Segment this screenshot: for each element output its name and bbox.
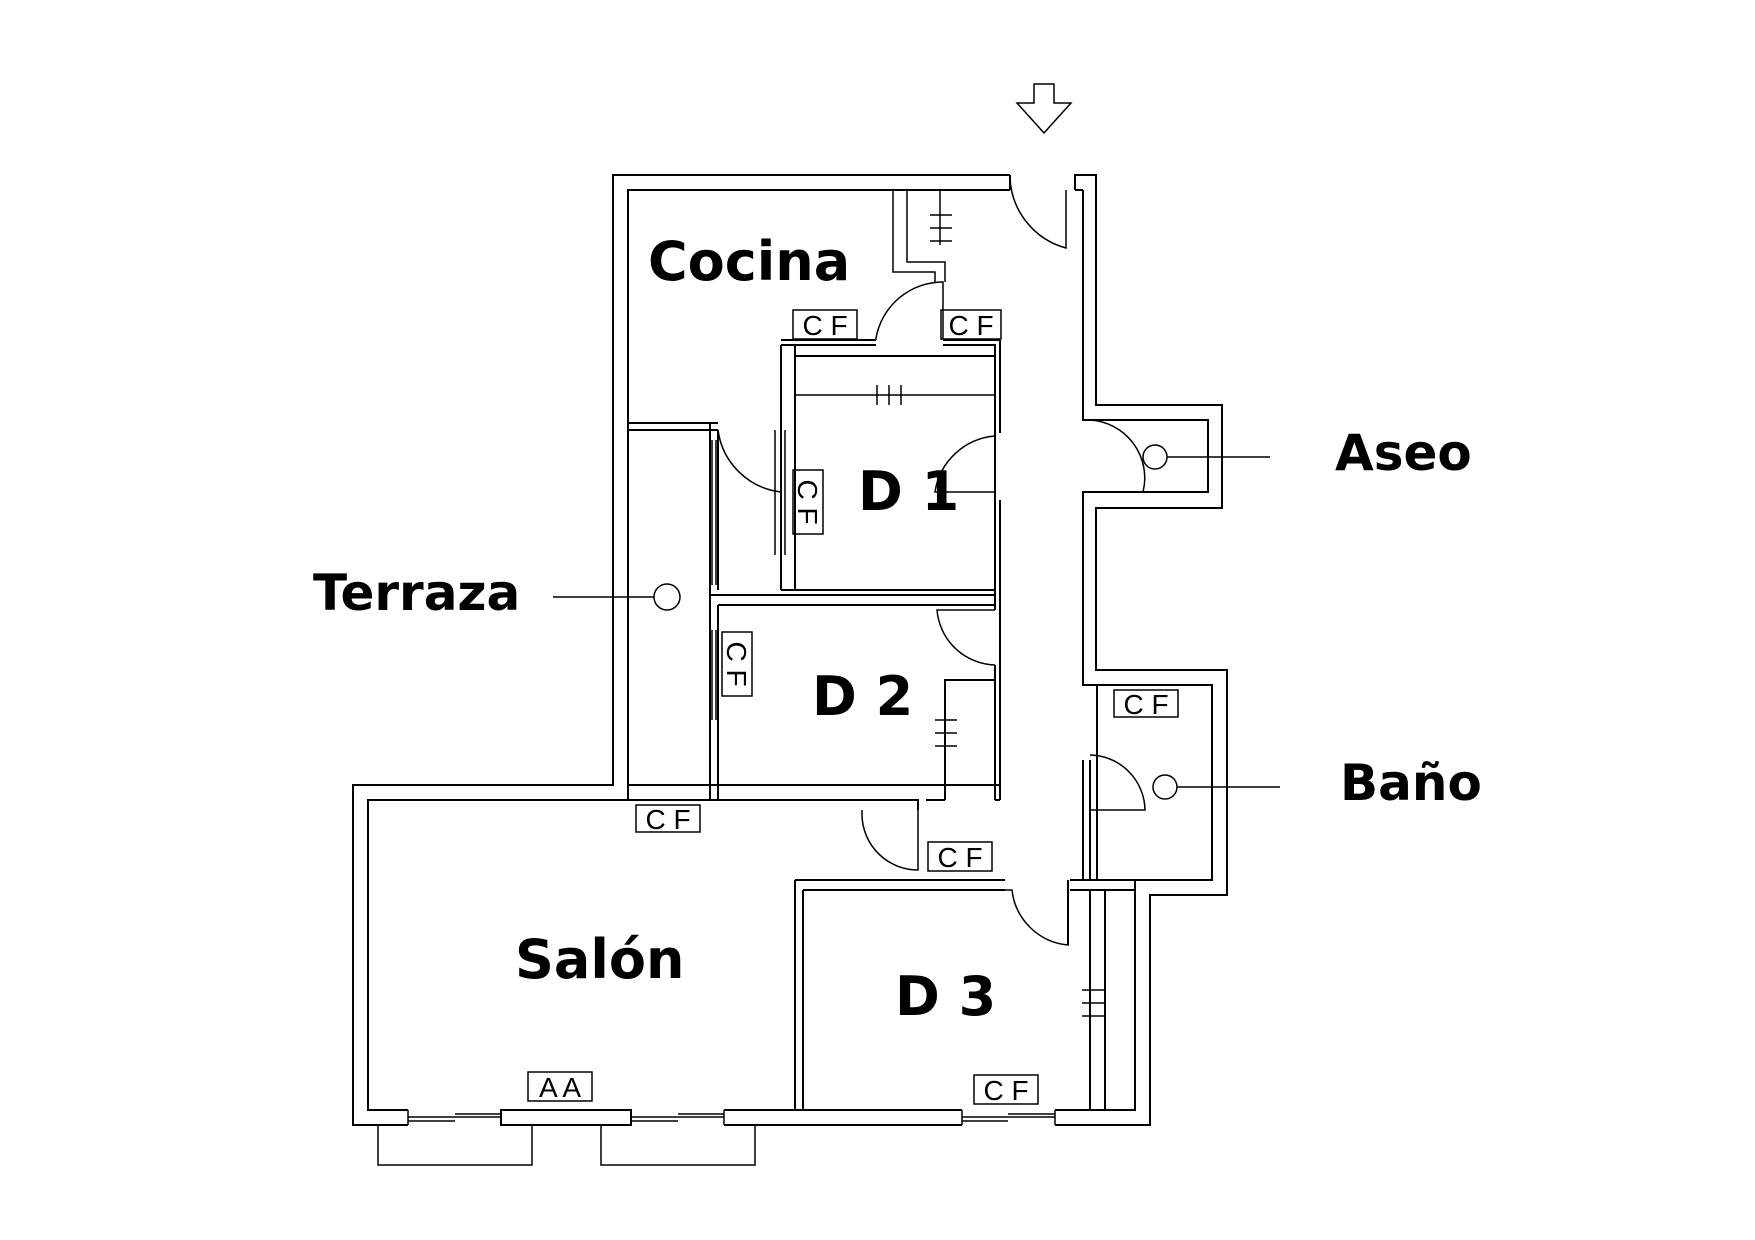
d1-wardrobe-hatch (876, 385, 902, 405)
d1-door (934, 433, 996, 493)
d2-slider (711, 630, 717, 720)
salon-door (861, 810, 919, 871)
room-label-d1: D 1 (858, 460, 959, 523)
svg-text:A A: A A (539, 1072, 581, 1103)
svg-text:C F: C F (937, 842, 982, 873)
outer-wall-outer (352, 174, 1228, 1126)
outer-wall-inner (367, 189, 1213, 1111)
tag-cf-corridor: C F (927, 841, 993, 873)
terraza-wall (628, 422, 719, 595)
d2-door (936, 609, 996, 666)
entrance-door (1009, 176, 1067, 249)
room-label-cocina: Cocina (648, 230, 850, 293)
d2-walls (709, 594, 996, 800)
svg-text:C F: C F (1123, 689, 1168, 720)
svg-text:C F: C F (645, 804, 690, 835)
tag-aa-salon: A A (527, 1071, 593, 1103)
salon-top-wall (628, 784, 1001, 810)
tag-cf-d2: C F (721, 631, 753, 697)
pantry-hatch (930, 214, 952, 242)
cocina-door (875, 281, 944, 340)
svg-text:C F: C F (983, 1075, 1028, 1106)
corridor-wall (995, 492, 1084, 880)
terraza-slider (711, 430, 786, 585)
tag-cf-cocina-left: C F (792, 309, 858, 341)
tag-cf-bano: C F (1113, 689, 1179, 720)
d3-wardrobe-hatch (1082, 989, 1104, 1017)
svg-text:C F: C F (948, 310, 993, 341)
salon-window-pier (500, 1109, 632, 1126)
tag-cf-salon: C F (635, 804, 701, 835)
salon-window-left (407, 1110, 502, 1125)
salon-window-right (630, 1110, 725, 1125)
balcony-left (377, 1125, 533, 1166)
callout-label-aseo: Aseo (1335, 424, 1472, 482)
terraza-door (717, 429, 782, 493)
svg-text:C F: C F (792, 479, 823, 524)
room-label-d3: D 3 (895, 965, 996, 1028)
tag-cf-cocina-right: C F (940, 309, 1002, 341)
svg-text:C F: C F (721, 641, 752, 686)
cocina-pantry (892, 190, 946, 282)
callout-label-terraza: Terraza (313, 564, 520, 622)
balcony-right (600, 1125, 756, 1166)
callout-label-bano: Baño (1340, 754, 1482, 812)
bano-walls (1083, 684, 1098, 881)
aseo-door (1083, 419, 1146, 493)
terraza-fixture-icon (653, 583, 681, 611)
d2-wardrobe-hatch (935, 719, 957, 747)
room-label-salon: Salón (515, 928, 684, 991)
d3-window (961, 1110, 1056, 1125)
room-label-d2: D 2 (812, 665, 913, 728)
d3-door (1005, 889, 1069, 946)
bano-door (1089, 754, 1146, 811)
tag-cf-d1: C F (792, 469, 824, 535)
svg-text:C F: C F (802, 310, 847, 341)
bano-fixture-icon (1152, 774, 1178, 800)
entrance-arrow-icon (1015, 83, 1073, 135)
entry-jamb (1009, 175, 1083, 191)
tag-cf-d3: C F (973, 1074, 1039, 1106)
aseo-fixture-icon (1142, 444, 1168, 470)
